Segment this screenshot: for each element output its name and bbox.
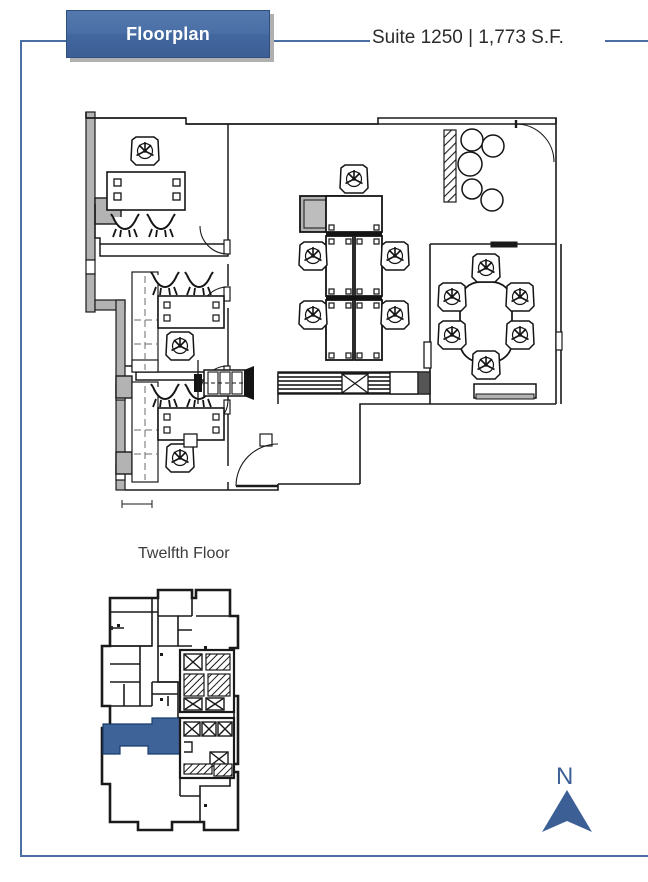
lounge-round-icon <box>461 178 483 200</box>
storage-closet <box>183 433 198 448</box>
elevator-bank-upper <box>178 648 236 714</box>
page-frame-top-rule-middle <box>274 40 370 42</box>
highlighted-suite-1250 <box>102 717 189 755</box>
lounge-round-icon <box>457 151 483 177</box>
key-plan-drawing <box>80 586 240 836</box>
task-chair-icon <box>130 136 160 166</box>
dishwasher-icon <box>389 371 419 395</box>
dimension-tick <box>121 500 153 508</box>
task-chair-icon <box>437 282 467 312</box>
guest-chair-icon <box>184 271 214 296</box>
elevator-bank-lower <box>178 716 236 780</box>
guest-chair-icon <box>110 213 140 238</box>
guest-chair-icon <box>146 213 176 238</box>
lounge-round-icon <box>481 134 505 158</box>
lounge-round-icon <box>480 188 504 212</box>
west-suites <box>109 611 153 724</box>
task-chair-icon <box>298 300 328 330</box>
conference-room <box>423 243 556 404</box>
room-markers <box>117 624 207 807</box>
task-chair-icon <box>505 282 535 312</box>
task-chair-icon <box>165 443 195 473</box>
room-office-north <box>106 136 186 238</box>
page-frame-top-rule-left <box>20 40 66 42</box>
room-office-middle <box>150 271 225 361</box>
task-chair-icon <box>165 331 195 361</box>
reception-lounge <box>443 128 505 212</box>
floor-label: Twelfth Floor <box>138 545 230 562</box>
floorplan-tab[interactable]: Floorplan <box>66 10 270 58</box>
task-chair-icon <box>505 320 535 350</box>
page-frame-top-rule-right <box>605 40 648 42</box>
kitchenette <box>194 360 431 404</box>
room-office-south <box>150 383 225 473</box>
sliding-partition-tracks <box>131 271 159 483</box>
task-chair-icon <box>380 241 410 271</box>
page-frame-bottom-rule <box>20 855 648 857</box>
suite-floorplan-drawing <box>78 104 578 514</box>
north-letter-label: N <box>556 763 574 790</box>
east-suites <box>179 590 235 822</box>
north-arrow: N <box>534 763 600 833</box>
north-arrowhead-icon <box>542 790 592 832</box>
floorplan-tab-label: Floorplan <box>126 23 210 44</box>
lounge-round-icon <box>460 128 484 152</box>
refrigerator-icon <box>203 366 254 400</box>
suite-area-label: Suite 1250 | 1,773 S.F. <box>372 27 564 48</box>
page-frame-left-rule <box>20 40 22 857</box>
task-chair-icon <box>437 320 467 350</box>
open-plan-workstations <box>298 164 410 361</box>
task-chair-icon <box>339 164 369 194</box>
task-chair-icon <box>380 300 410 330</box>
task-chair-icon <box>471 350 501 380</box>
task-chair-icon <box>298 241 328 271</box>
task-chair-icon <box>471 253 501 283</box>
